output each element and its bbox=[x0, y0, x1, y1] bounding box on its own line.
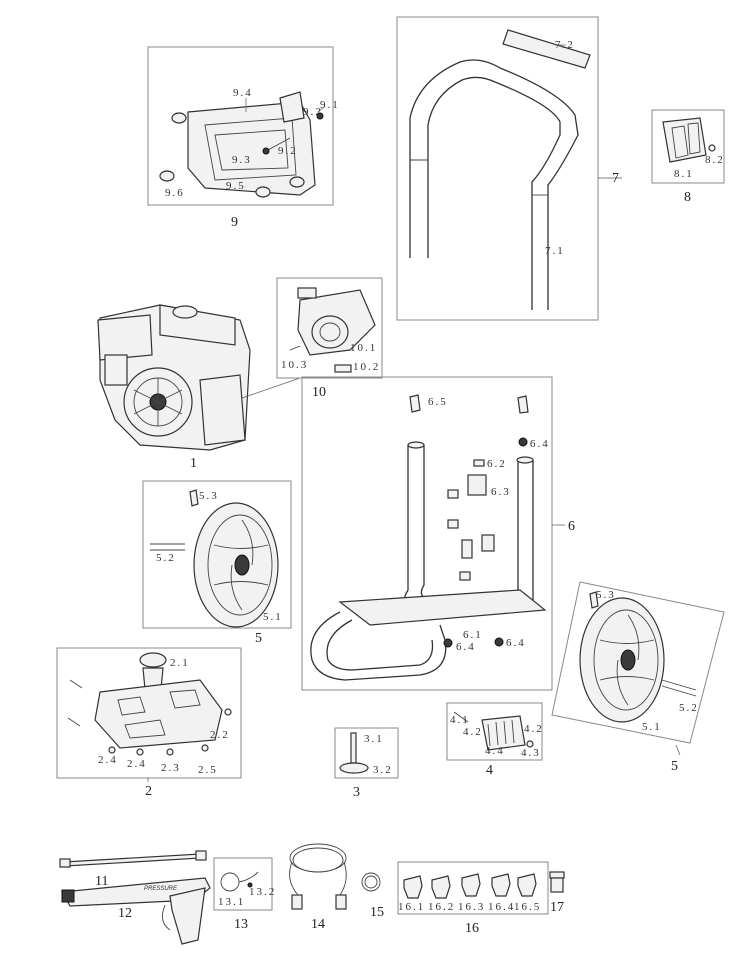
callout-16-5: 16.5 bbox=[514, 901, 541, 913]
callout-6-1: 6.1 bbox=[463, 629, 483, 641]
group-13-oring-kit: 13.1 13.2 13 bbox=[213, 857, 276, 932]
group-label-6: 6 bbox=[568, 519, 575, 534]
callout-4-2b: 4.2 bbox=[524, 723, 544, 735]
group-label-5b: 5 bbox=[671, 759, 678, 774]
callout-6-2: 6.2 bbox=[487, 458, 507, 470]
callout-6-4a: 6.4 bbox=[530, 438, 550, 450]
callout-10-2: 10.2 bbox=[353, 361, 380, 373]
group-15-detergent-hose: 15 bbox=[361, 872, 384, 920]
group-label-8: 8 bbox=[684, 190, 691, 205]
callout-2-3: 2.3 bbox=[161, 762, 181, 774]
callout-4-4: 4.4 bbox=[485, 745, 505, 757]
callout-9-4: 9.4 bbox=[233, 87, 253, 99]
callout-8-1: 8.1 bbox=[674, 168, 694, 180]
group-label-1: 1 bbox=[190, 456, 197, 471]
callout-16-4: 16.4 bbox=[488, 901, 515, 913]
callout-4-3: 4.3 bbox=[521, 747, 541, 759]
group-16-nozzle-tips: 16.1 16.2 16.3 16.4 16.5 16 bbox=[397, 861, 549, 936]
callout-2-2: 2.2 bbox=[210, 729, 230, 741]
group-label-5a: 5 bbox=[255, 631, 262, 646]
callout-5-3b: 5.3 bbox=[596, 589, 616, 601]
group-label-13: 13 bbox=[234, 917, 248, 932]
callout-5-3a: 5.3 bbox=[199, 490, 219, 502]
callout-3-1: 3.1 bbox=[364, 733, 384, 745]
callout-7-2: 7.2 bbox=[555, 39, 575, 51]
group-label-7: 7 bbox=[612, 171, 619, 186]
callout-6-5: 6.5 bbox=[428, 396, 448, 408]
group-label-15: 15 bbox=[370, 905, 384, 920]
callout-3-2: 3.2 bbox=[373, 764, 393, 776]
group-label-4: 4 bbox=[486, 763, 493, 778]
group-label-11: 11 bbox=[95, 874, 108, 889]
callout-10-1: 10.1 bbox=[350, 342, 377, 354]
group-5-wheel-left: 5.3 5.2 5.1 5 bbox=[142, 480, 292, 646]
callout-13-1: 13.1 bbox=[218, 896, 245, 908]
callout-9-5: 9.5 bbox=[226, 180, 246, 192]
group-2-base-plate: 2.1 2.2 2.4 2.4 2.3 2.5 2 bbox=[56, 647, 242, 799]
callout-4-2a: 4.2 bbox=[463, 726, 483, 738]
group-label-2: 2 bbox=[145, 784, 152, 799]
callout-2-5: 2.5 bbox=[198, 764, 218, 776]
group-17-garden-hose-adapter: 17 bbox=[549, 871, 565, 915]
group-14-high-pressure-hose: 14 bbox=[289, 843, 347, 932]
callout-9-2b: 9.2 bbox=[278, 145, 298, 157]
callout-2-4a: 2.4 bbox=[98, 754, 118, 766]
group-6-frame: 6.5 6.4 6.2 6.3 6.1 6.4 6.4 6 bbox=[301, 376, 575, 691]
group-10-pump: 10.1 10.2 10.3 10 bbox=[276, 277, 383, 400]
callout-2-4b: 2.4 bbox=[127, 758, 147, 770]
callout-16-3: 16.3 bbox=[458, 901, 485, 913]
group-7-handle: 7.2 7.1 7 bbox=[396, 16, 622, 321]
callout-4-1: 4.1 bbox=[450, 714, 470, 726]
group-12-spray-gun: PRESSURE 12 bbox=[61, 877, 211, 945]
group-1-engine: 1 bbox=[97, 304, 301, 471]
group-9-control-panel: 9.4 9.1 9.2 9.2 9.3 9.6 9.5 9 bbox=[147, 46, 340, 230]
callout-6-3: 6.3 bbox=[491, 486, 511, 498]
group-label-16: 16 bbox=[465, 921, 479, 936]
gun-brand-text: PRESSURE bbox=[144, 886, 178, 892]
group-label-14: 14 bbox=[311, 917, 325, 932]
callout-7-1: 7.1 bbox=[545, 245, 565, 257]
callout-8-2: 8.2 bbox=[705, 154, 725, 166]
callout-5-2b: 5.2 bbox=[679, 702, 699, 714]
callout-9-6: 9.6 bbox=[165, 187, 185, 199]
callout-6-4c: 6.4 bbox=[506, 637, 526, 649]
callout-13-2: 13.2 bbox=[249, 886, 276, 898]
group-label-9: 9 bbox=[231, 215, 238, 230]
group-4-nozzle-holder: 4.1 4.2 4.2 4.4 4.3 4 bbox=[446, 702, 544, 778]
callout-5-1b: 5.1 bbox=[642, 721, 662, 733]
callout-16-1: 16.1 bbox=[398, 901, 425, 913]
group-5-wheel-right: 5.3 5.2 5.1 5 bbox=[551, 581, 725, 774]
callout-10-3: 10.3 bbox=[281, 359, 308, 371]
callout-2-1: 2.1 bbox=[170, 657, 190, 669]
callout-5-1a: 5.1 bbox=[263, 611, 283, 623]
group-label-17: 17 bbox=[550, 900, 564, 915]
group-label-3: 3 bbox=[353, 785, 360, 800]
group-8-hose-hook: 8.1 8.2 8 bbox=[651, 109, 725, 205]
callout-5-2a: 5.2 bbox=[156, 552, 176, 564]
callout-9-1: 9.1 bbox=[320, 99, 340, 111]
group-label-10: 10 bbox=[312, 385, 326, 400]
callout-16-2: 16.2 bbox=[428, 901, 455, 913]
callout-6-4b: 6.4 bbox=[456, 641, 476, 653]
callout-9-3: 9.3 bbox=[232, 154, 252, 166]
group-3-rubber-foot: 3.1 3.2 3 bbox=[334, 727, 399, 800]
group-label-12: 12 bbox=[118, 906, 132, 921]
group-11-spray-lance: 11 bbox=[59, 850, 207, 889]
callout-9-2a: 9.2 bbox=[303, 106, 323, 118]
